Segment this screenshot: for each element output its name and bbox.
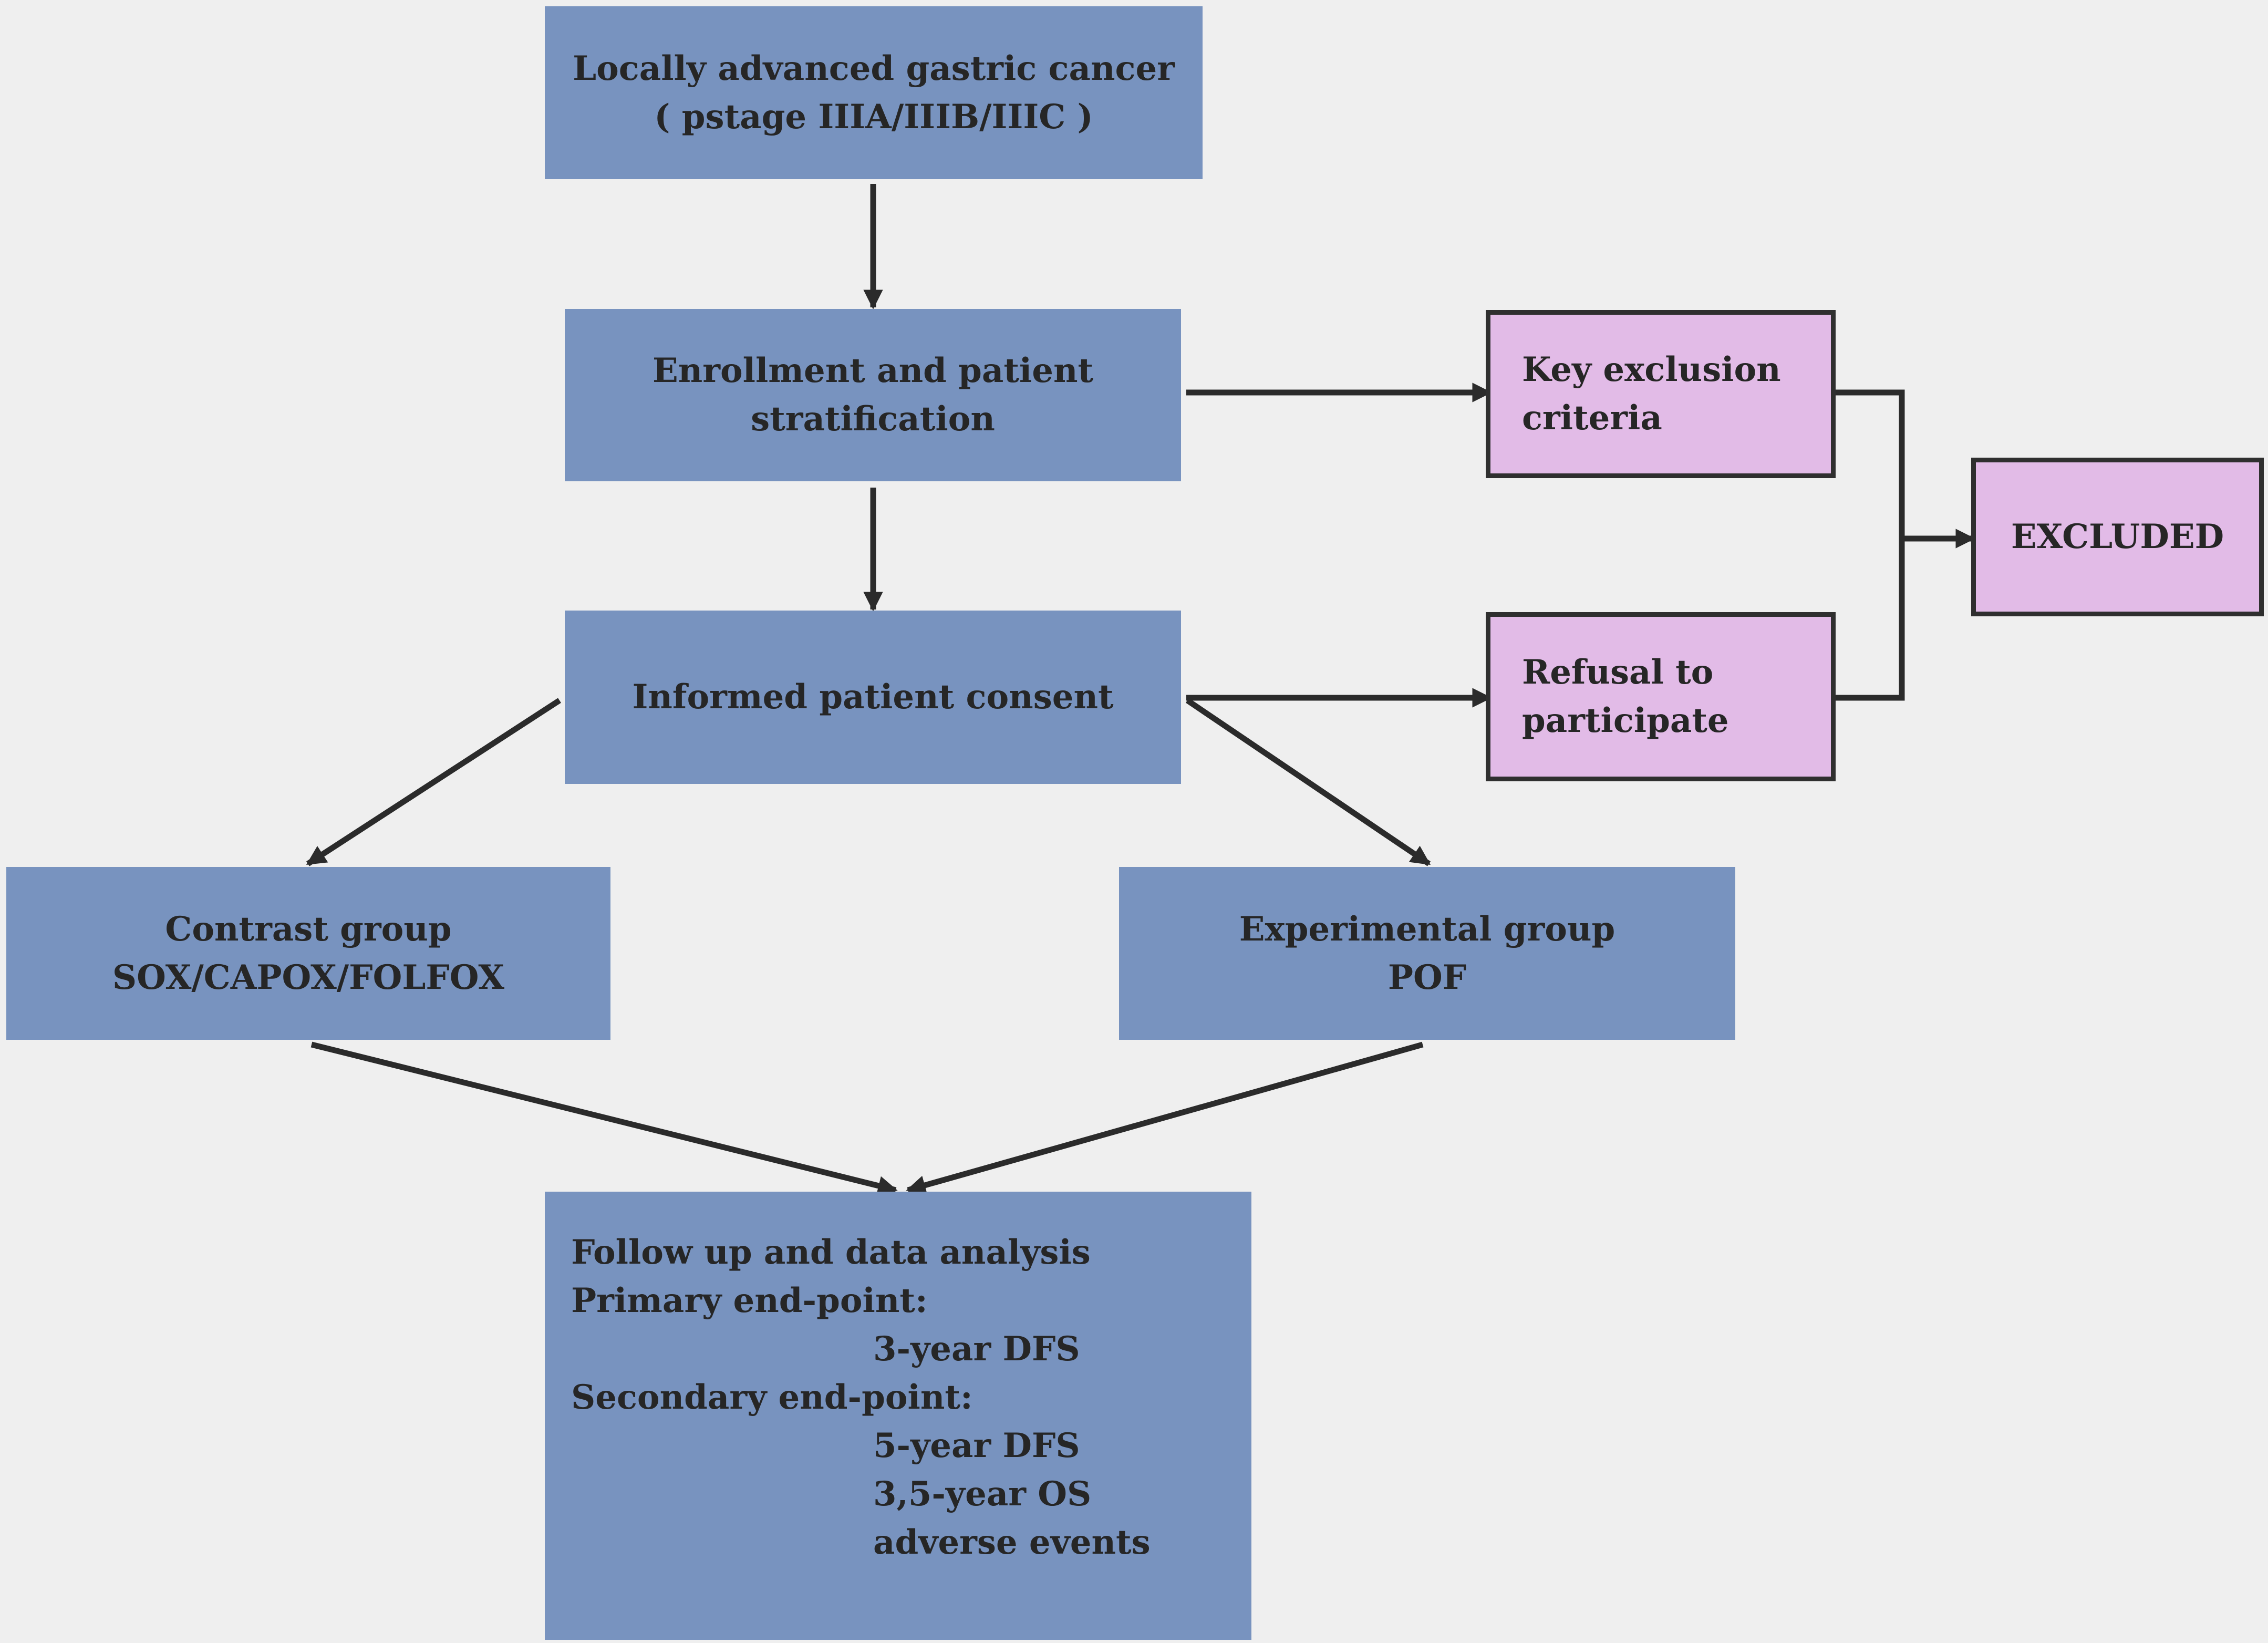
node-gastric-cancer-line-2: ( pstage IIIA/IIIB/IIIC ) xyxy=(654,97,1093,137)
arrow-consent-to-experimental xyxy=(1185,698,1431,866)
node-refusal-to-participate: Refusal to participate xyxy=(1486,612,1836,781)
node-enrollment-line-1: Enrollment and patient xyxy=(652,351,1094,390)
secondary-endpoint-item: adverse events xyxy=(873,1523,1151,1562)
arrow-consent-to-contrast xyxy=(306,698,561,866)
node-enrollment-line-2: stratification xyxy=(751,399,995,439)
node-informed-consent: Informed patient consent xyxy=(565,611,1181,784)
node-enrollment: Enrollment and patient stratification xyxy=(565,309,1181,481)
node-excluded-label: EXCLUDED xyxy=(2011,517,2224,556)
node-gastric-cancer-line-1: Locally advanced gastric cancer xyxy=(573,48,1175,88)
node-contrast-line-1: Contrast group xyxy=(165,909,452,949)
node-informed-consent-line-1: Informed patient consent xyxy=(632,677,1114,717)
follow-up-title: Follow up and data analysis xyxy=(571,1233,1091,1272)
node-experimental-group: Experimental group POF xyxy=(1119,867,1735,1040)
secondary-endpoint-label: Secondary end-point: xyxy=(571,1378,973,1417)
arrow-experimental-to-followup xyxy=(906,1041,1424,1195)
node-contrast-line-2: SOX/CAPOX/FOLFOX xyxy=(112,957,505,997)
primary-endpoint-item: 3-year DFS xyxy=(873,1329,1080,1369)
connector-exclusion-to-junction xyxy=(1835,389,1905,701)
node-key-exclusion-line-1: Key exclusion xyxy=(1522,350,1781,389)
node-refusal-line-1: Refusal to xyxy=(1522,653,1714,692)
primary-endpoint-label: Primary end-point: xyxy=(571,1281,928,1320)
node-excluded: EXCLUDED xyxy=(1971,458,2264,616)
arrow-contrast-to-followup xyxy=(310,1041,898,1196)
node-follow-up: Follow up and data analysis Primary end-… xyxy=(545,1192,1251,1640)
node-contrast-group: Contrast group SOX/CAPOX/FOLFOX xyxy=(6,867,610,1040)
node-gastric-cancer: Locally advanced gastric cancer ( pstage… xyxy=(545,6,1203,179)
node-key-exclusion-criteria: Key exclusion criteria xyxy=(1486,310,1836,478)
node-experimental-line-1: Experimental group xyxy=(1239,909,1615,949)
secondary-endpoint-item: 3,5-year OS xyxy=(873,1474,1092,1514)
node-experimental-line-2: POF xyxy=(1387,957,1467,997)
secondary-endpoint-item: 5-year DFS xyxy=(873,1426,1080,1465)
node-refusal-line-2: participate xyxy=(1522,701,1729,740)
node-key-exclusion-line-2: criteria xyxy=(1522,398,1662,438)
